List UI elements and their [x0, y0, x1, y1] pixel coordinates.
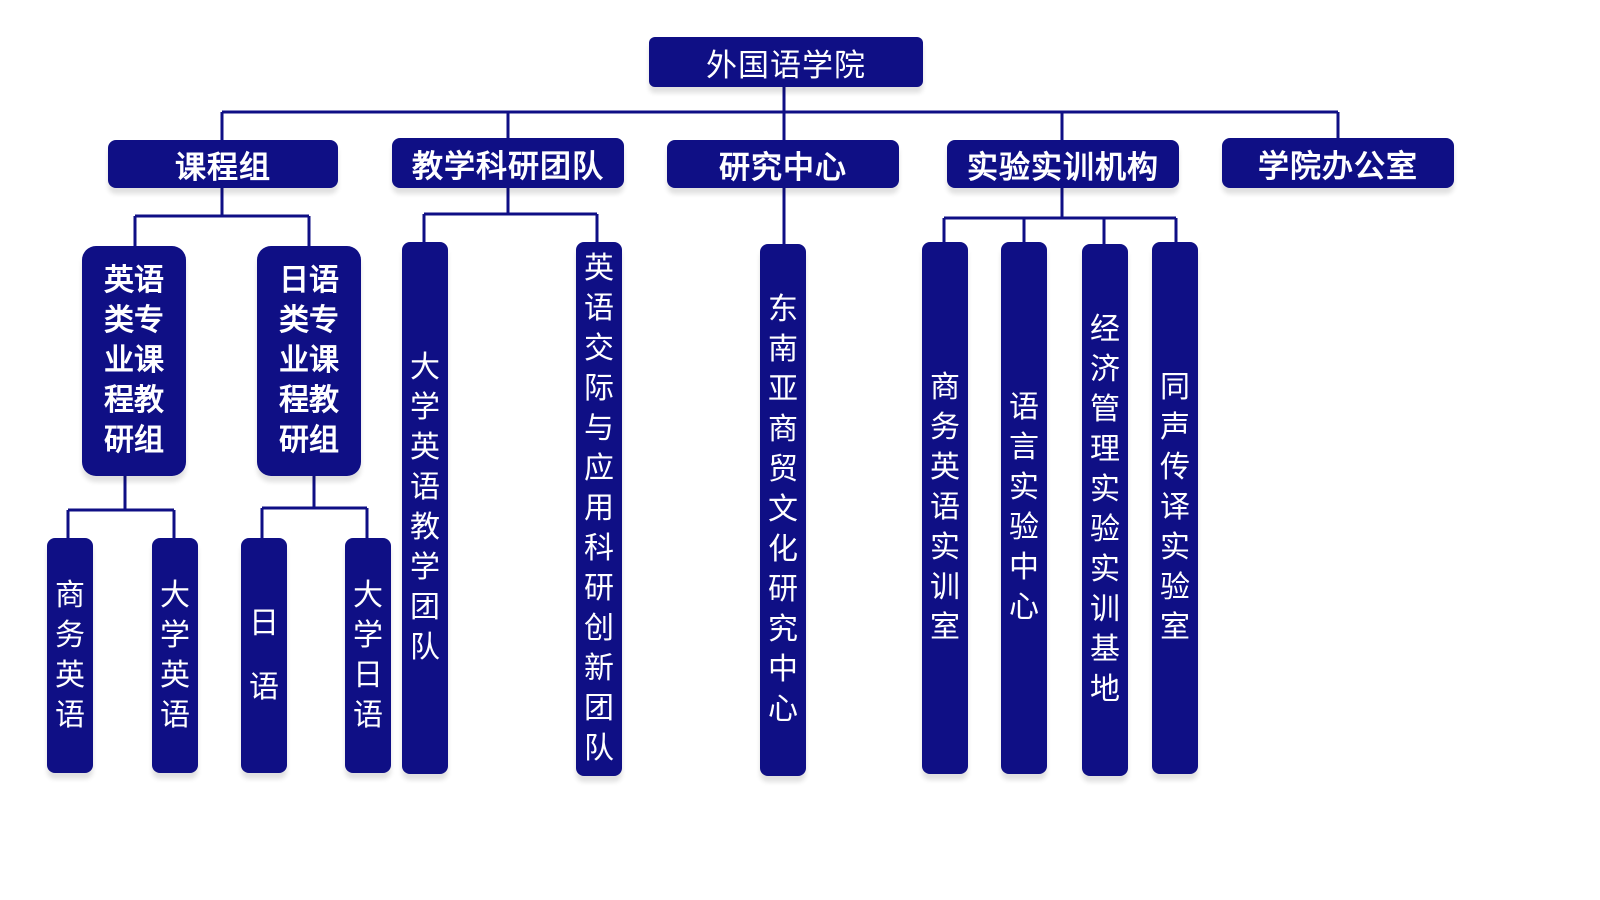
node-college-japanese[interactable]: 大学日语 — [345, 538, 391, 773]
node-sea-trade-culture-center[interactable]: 东南亚商贸文化研究中心 — [760, 244, 806, 776]
node-research-center[interactable]: 研究中心 — [667, 140, 899, 188]
node-college-english-team[interactable]: 大学英语教学团队 — [402, 242, 448, 774]
node-english-innovation-team[interactable]: 英语交际与应用科研创新团队 — [576, 242, 622, 776]
node-college-english[interactable]: 大学英语 — [152, 538, 198, 773]
node-japanese-courses[interactable]: 日语类专业课程教研组 — [257, 246, 361, 476]
node-business-english-lab[interactable]: 商务英语实训室 — [922, 242, 968, 774]
node-business-english[interactable]: 商务英语 — [47, 538, 93, 773]
node-teaching-team[interactable]: 教学科研团队 — [392, 138, 624, 188]
node-lab-institutions[interactable]: 实验实训机构 — [947, 140, 1179, 188]
node-college-office[interactable]: 学院办公室 — [1222, 138, 1454, 188]
node-simultaneous-interpretation-lab[interactable]: 同声传译实验室 — [1152, 242, 1198, 774]
node-course-group[interactable]: 课程组 — [108, 140, 338, 188]
node-root[interactable]: 外国语学院 — [649, 37, 923, 87]
node-econ-mgmt-training-base[interactable]: 经济管理实验实训基地 — [1082, 244, 1128, 776]
node-language-lab-center[interactable]: 语言实验中心 — [1001, 242, 1047, 774]
node-english-courses[interactable]: 英语类专业课程教研组 — [82, 246, 186, 476]
node-japanese[interactable]: 日语 — [241, 538, 287, 773]
